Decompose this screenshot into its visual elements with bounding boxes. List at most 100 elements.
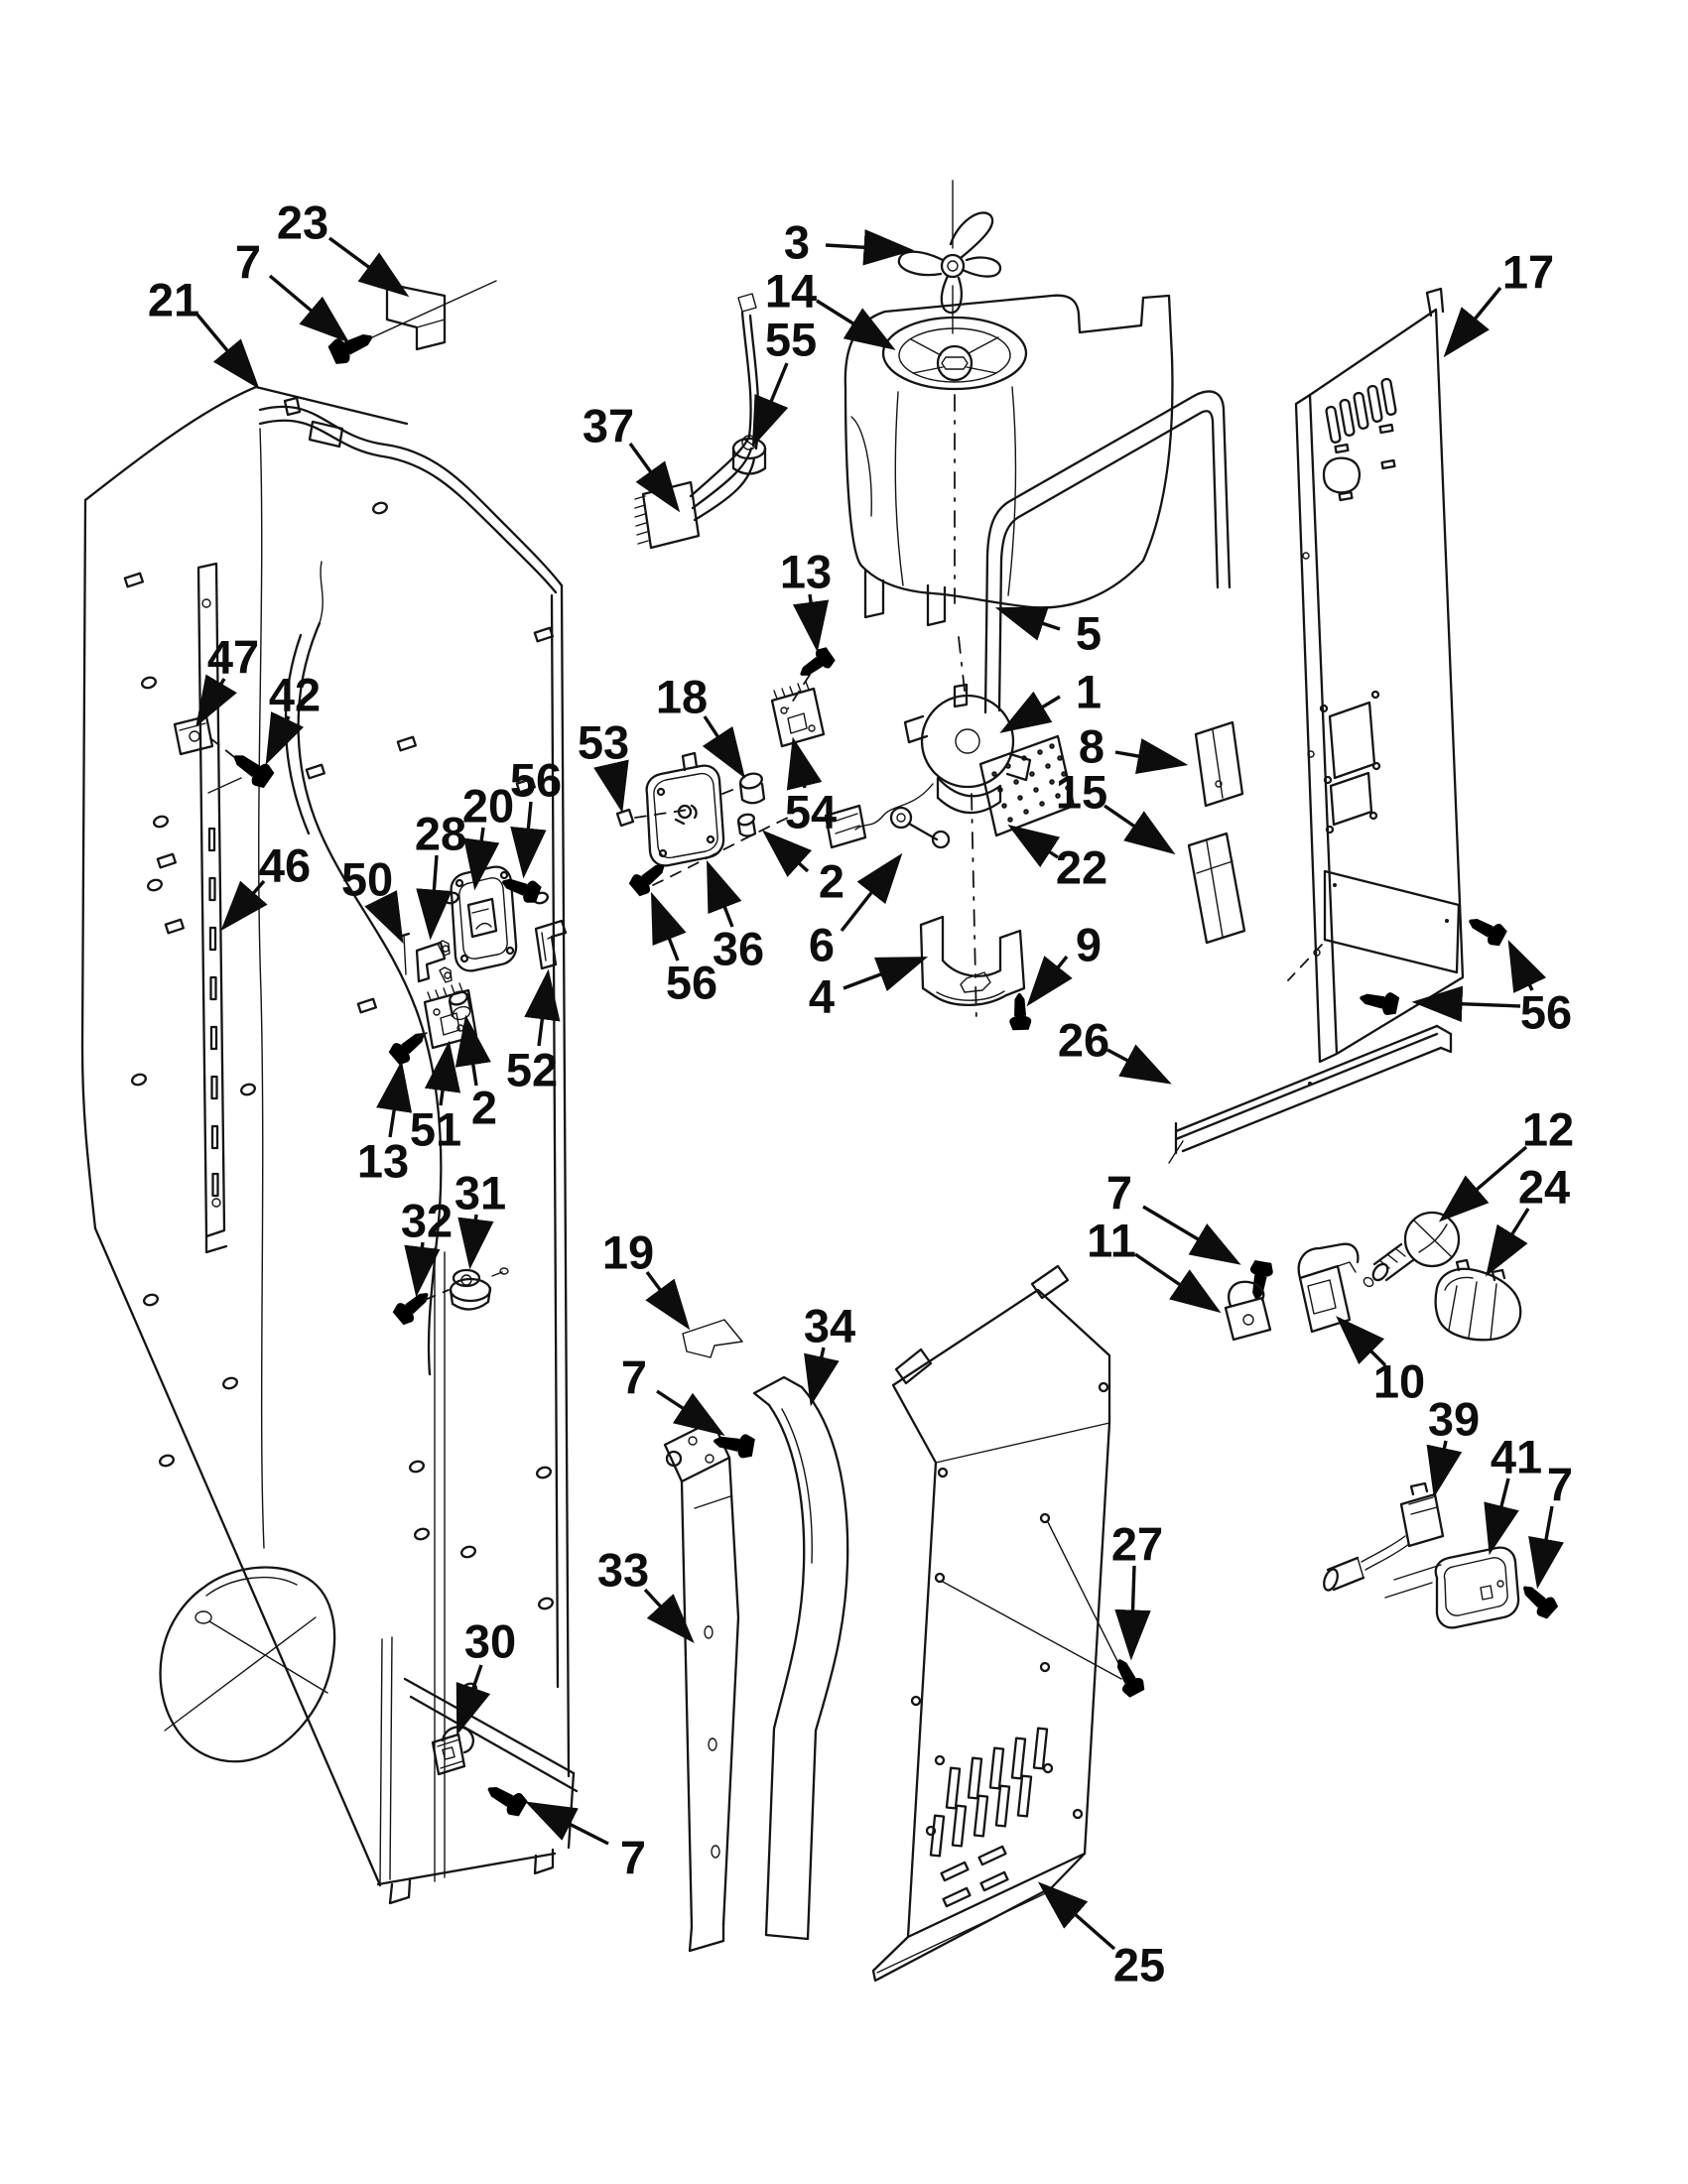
motor-bracket-4 xyxy=(919,915,1026,1006)
callout-arrow-21-2 xyxy=(195,312,260,390)
callout-label-7-49: 7 xyxy=(1547,1459,1573,1511)
callout-arrow-7-36 xyxy=(656,1389,725,1436)
callout-label-20-25: 20 xyxy=(462,780,514,833)
callout-label-25-41: 25 xyxy=(1113,1939,1165,1991)
hinge-clip-23 xyxy=(358,280,497,351)
callout-label-42-51: 42 xyxy=(269,669,321,721)
bracket-8 xyxy=(1194,720,1244,808)
callout-label-37-6: 37 xyxy=(583,400,634,452)
callout-label-2-29: 2 xyxy=(471,1082,497,1134)
callout-arrow-11-43 xyxy=(1134,1252,1222,1314)
callout-arrow-22-13 xyxy=(1007,825,1061,868)
callout-arrow-31-32 xyxy=(457,1214,494,1270)
callout-label-46-53: 46 xyxy=(259,839,311,892)
callout-arrow-26-15 xyxy=(1106,1044,1172,1085)
bushing-18 xyxy=(738,772,766,805)
grommet-31 xyxy=(449,1267,509,1311)
callout-arrow-7-49 xyxy=(1528,1505,1564,1590)
link-6 xyxy=(889,806,951,849)
callout-label-5-9: 5 xyxy=(1076,607,1102,660)
callout-label-13-7: 13 xyxy=(780,546,832,598)
callout-label-7-1: 7 xyxy=(235,236,261,289)
callout-label-28-26: 28 xyxy=(415,808,466,860)
callout-arrow-12-45 xyxy=(1438,1145,1528,1222)
callout-label-39-47: 39 xyxy=(1428,1393,1480,1446)
callout-label-13-31: 13 xyxy=(357,1135,409,1188)
callout-arrow-30-38 xyxy=(455,1664,491,1736)
clip-11 xyxy=(1224,1280,1272,1342)
callout-arrow-20-25 xyxy=(463,827,500,891)
callout-arrow-51-30 xyxy=(424,1040,461,1106)
callout-arrow-37-6 xyxy=(628,443,681,513)
switch-41 xyxy=(1384,1546,1520,1629)
evaporator-cover-17 xyxy=(1287,287,1465,1064)
callout-arrow-13-7 xyxy=(792,593,830,653)
shelf-clip-30 xyxy=(431,1726,474,1776)
label-19 xyxy=(682,1319,743,1358)
callout-arrow-2-29 xyxy=(454,1014,491,1087)
callout-arrow-17-8 xyxy=(1443,286,1502,358)
callout-label-10-44: 10 xyxy=(1373,1355,1425,1408)
bracket-52 xyxy=(534,919,568,970)
drain-cutout xyxy=(159,1566,336,1763)
callout-arrow-53-21 xyxy=(593,759,629,814)
fan-shroud-14 xyxy=(844,294,1174,1025)
callout-arrow-23-0 xyxy=(327,236,410,298)
callout-arrow-4-17 xyxy=(843,957,929,992)
callout-label-32-33: 32 xyxy=(401,1195,453,1247)
callout-label-23-0: 23 xyxy=(277,196,328,249)
callout-arrow-6-16 xyxy=(840,852,903,933)
callout-arrow-27-40 xyxy=(1114,1565,1151,1661)
foam-pad-22 xyxy=(978,734,1076,837)
callout-arrow-50-27 xyxy=(364,890,404,944)
callout-arrow-33-37 xyxy=(643,1588,695,1644)
fan-motor-1 xyxy=(824,683,1032,849)
callout-label-55-5: 55 xyxy=(765,314,817,366)
callout-arrow-24-46 xyxy=(1486,1208,1530,1277)
callout-label-17-8: 17 xyxy=(1502,246,1554,299)
callout-arrow-56-24 xyxy=(510,801,547,879)
fan-blade-3 xyxy=(897,180,1002,334)
callout-arrow-41-48 xyxy=(1484,1477,1519,1556)
callout-label-26-15: 26 xyxy=(1058,1014,1109,1067)
callout-label-14-4: 14 xyxy=(765,265,817,318)
callout-arrow-18-20 xyxy=(702,715,745,779)
callout-label-18-20: 18 xyxy=(656,671,708,723)
callout-layer: 2372131455371317518152292664254185336565… xyxy=(148,196,1574,1991)
freezer-liner-cabinet xyxy=(80,385,579,1905)
callout-arrow-10-44 xyxy=(1336,1316,1387,1367)
callout-arrow-54-19 xyxy=(786,736,823,791)
callout-label-7-39: 7 xyxy=(620,1832,646,1884)
callout-label-30-38: 30 xyxy=(464,1615,516,1668)
trim-strip-33 xyxy=(663,1419,740,1953)
callout-arrow-28-26 xyxy=(416,854,453,941)
callout-label-56-23: 56 xyxy=(666,957,717,1009)
callout-label-12-45: 12 xyxy=(1522,1103,1574,1156)
callout-label-4-17: 4 xyxy=(809,970,835,1023)
callout-label-47-52: 47 xyxy=(207,631,259,684)
callout-arrow-56-23 xyxy=(651,891,687,962)
callout-label-33-37: 33 xyxy=(597,1544,649,1597)
callout-label-54-19: 54 xyxy=(785,786,837,838)
callout-arrow-36-22 xyxy=(707,859,742,928)
callout-arrow-15-12 xyxy=(1104,804,1176,855)
callout-label-1-10: 1 xyxy=(1076,666,1102,718)
callout-arrow-8-11 xyxy=(1114,738,1189,775)
callout-arrow-2-18 xyxy=(761,830,812,878)
callout-label-9-14: 9 xyxy=(1076,919,1102,971)
callout-label-34-35: 34 xyxy=(804,1300,855,1352)
callout-label-52-28: 52 xyxy=(506,1044,558,1096)
callout-label-56-50: 56 xyxy=(1520,986,1572,1039)
air-duct-strip-34 xyxy=(752,1375,849,1941)
callout-arrow-56-50 xyxy=(1507,940,1547,993)
callout-arrow-14-4 xyxy=(816,299,896,350)
callout-arrow-9-14 xyxy=(1026,955,1073,1007)
callout-label-41-48: 41 xyxy=(1491,1431,1542,1483)
callout-label-11-43: 11 xyxy=(1087,1215,1136,1267)
callout-arrow-7-1 xyxy=(268,274,350,343)
callout-arrow-52-28 xyxy=(524,968,561,1047)
clip-28 xyxy=(415,940,453,983)
callout-arrow-46-53 xyxy=(220,879,268,932)
